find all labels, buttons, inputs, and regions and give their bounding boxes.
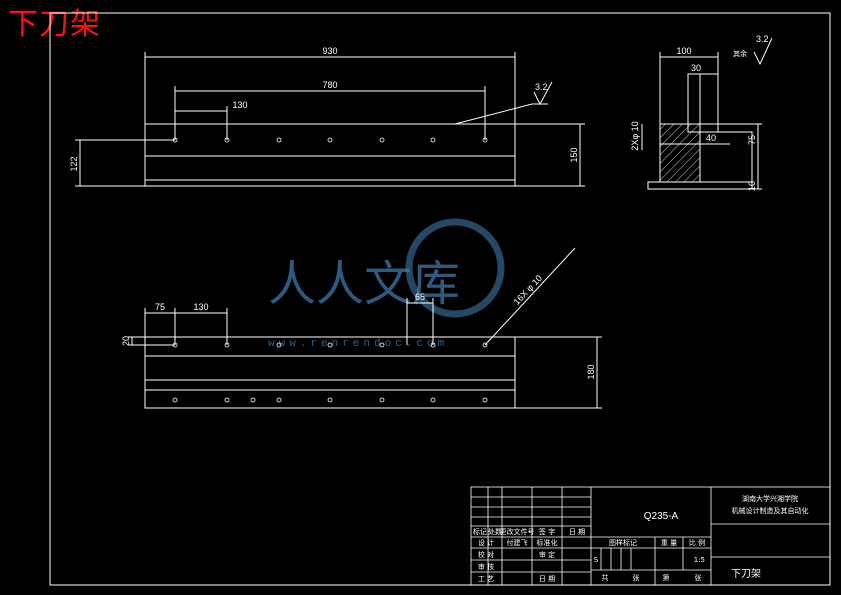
side-roughness-note: 其余 [733, 49, 747, 58]
tb-school-1: 湖南大学兴湘学院 [742, 494, 798, 503]
dim-100-label: 100 [676, 46, 691, 56]
roughness-leader [454, 103, 533, 125]
tb-header-3: 签 字 [539, 527, 555, 536]
hole-marker [276, 137, 282, 143]
top-view [75, 52, 585, 187]
hole-marker [224, 397, 230, 403]
dim-780-label: 780 [322, 80, 337, 90]
side-roughness-value: 3.2 [756, 34, 769, 44]
tb-sheets: 张 [633, 573, 640, 582]
tb-check-label: 校 对 [478, 550, 494, 559]
roughness-symbol [533, 81, 553, 106]
dim-10-label: 10 [747, 181, 757, 191]
hole-marker [250, 397, 256, 403]
dim-75b-label: 75 [155, 302, 165, 312]
tb-weight-header: 重 量 [661, 539, 677, 547]
drawing-frame [49, 12, 831, 586]
top-view-holes [172, 137, 488, 143]
tb-sheet-no: 第 [663, 573, 670, 582]
watermark-url: www.renrendoc.com [268, 338, 448, 350]
hole-marker [327, 137, 333, 143]
tb-approve: 审 定 [539, 550, 555, 559]
watermark: 人人文库 www.renrendoc.com [268, 218, 505, 350]
side-view-base [647, 181, 753, 190]
tb-header-4: 日 期 [569, 528, 585, 536]
hole-marker [482, 397, 488, 403]
dim-holes-label: 16X φ 10 [512, 273, 544, 307]
hole-marker [430, 137, 436, 143]
tb-date-label: 日 期 [539, 575, 555, 583]
tb-standard: 标准化 [537, 538, 558, 547]
hole-marker [430, 397, 436, 403]
tb-craft-label: 工 艺 [478, 575, 494, 583]
hole-marker [379, 137, 385, 143]
side-view-plate [687, 73, 701, 133]
hole-marker [379, 397, 385, 403]
hole-marker [327, 397, 333, 403]
dim-65-label: 65 [415, 292, 425, 302]
hole-marker [379, 342, 385, 348]
tb-sheet: 张 [695, 573, 702, 582]
watermark-text: 人人文库 [268, 256, 460, 312]
side-view [641, 37, 773, 190]
dim-40-label: 40 [706, 133, 716, 143]
watermark-ring [405, 218, 505, 318]
dim-30-label: 30 [691, 63, 701, 73]
title-block-frame [470, 486, 831, 586]
tb-designer: 付建飞 [507, 538, 528, 547]
tb-school-2: 机械设计制造及其自动化 [732, 506, 809, 515]
side-roughness-symbol [753, 37, 773, 66]
dim-20-label: 20 [121, 336, 131, 346]
tb-header-1: 处数 [488, 527, 502, 536]
tb-mark-s: S [594, 556, 599, 564]
title-block [470, 486, 831, 586]
dim-122-label: 122 [69, 156, 79, 171]
hole-marker [172, 397, 178, 403]
bottom-view-body [144, 336, 516, 409]
dim-930-label: 930 [322, 46, 337, 56]
dim-130-label: 130 [232, 100, 247, 110]
dim-75-label: 75 [747, 135, 757, 145]
tb-stage-header: 图样标记 [609, 538, 637, 547]
top-view-body [144, 123, 516, 187]
hole-marker [482, 342, 488, 348]
dim-130b-label: 130 [193, 302, 208, 312]
tb-part-name: 下刀架 [731, 568, 761, 580]
tb-audit-label: 审 核 [478, 562, 494, 571]
tb-scale: 1:5 [694, 556, 705, 564]
side-view-section [659, 123, 701, 183]
drawing-title: 下刀架 [8, 7, 101, 42]
tb-scale-header: 比 例 [689, 538, 705, 547]
dim-hole-label: 2Xφ 10 [630, 121, 640, 150]
tb-total: 共 [602, 573, 609, 582]
dim-150-label: 150 [569, 147, 579, 162]
hole-marker [327, 342, 333, 348]
hole-marker [276, 397, 282, 403]
hole-leader [484, 247, 576, 346]
bottom-view [128, 247, 602, 409]
dim-180-label: 180 [586, 364, 596, 379]
roughness-value: 3.2 [535, 82, 548, 92]
tb-material: Q235-A [644, 511, 679, 522]
tb-design-label: 设 计 [478, 538, 494, 547]
hole-marker [276, 342, 282, 348]
tb-header-0: 标记 [473, 527, 487, 536]
tb-header-2: 更改文件号 [500, 527, 535, 536]
bottom-view-holes-lower [172, 397, 488, 403]
